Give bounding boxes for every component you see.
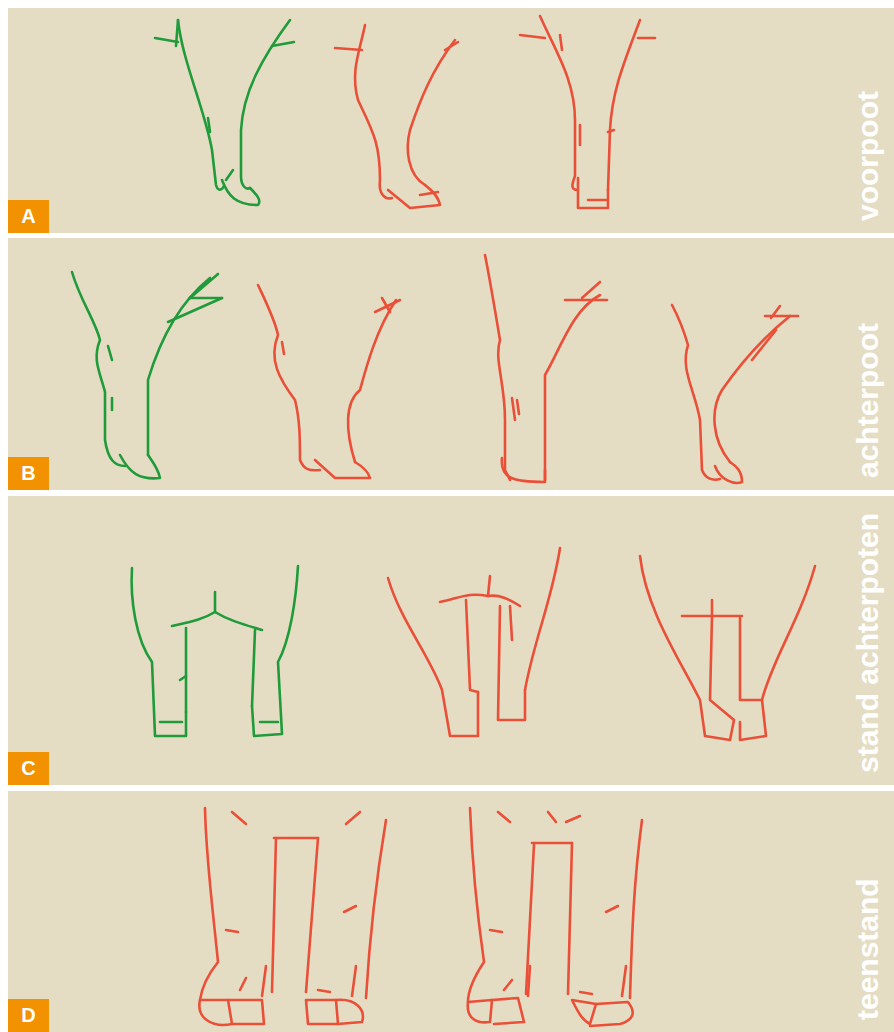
panel-letter-box: C	[8, 752, 49, 785]
leg-sketch-wrong	[640, 556, 815, 740]
panel-band: teenstandD	[8, 791, 894, 1032]
panel-band	[8, 496, 894, 785]
toe-sketch-wrong	[468, 808, 642, 1026]
panel-title: stand achterpoten	[851, 513, 884, 773]
panel-band	[8, 791, 894, 1032]
panel-letter: A	[8, 200, 49, 233]
panel-letter-box: A	[8, 200, 49, 233]
panel-letter-box: B	[8, 457, 49, 490]
panel-title: achterpoot	[851, 323, 884, 478]
panel-band	[8, 238, 894, 490]
panel-band	[8, 8, 894, 233]
panel-letter-box: D	[8, 999, 49, 1032]
leg-sketch-wrong	[485, 255, 607, 482]
leg-sketch-wrong	[335, 25, 458, 208]
leg-sketch-wrong	[258, 285, 400, 478]
toe-sketch-wrong	[199, 808, 386, 1025]
panel-band	[8, 8, 894, 1032]
leg-sketch-good	[155, 20, 294, 205]
panel-letter: D	[8, 999, 49, 1032]
panel-band: stand achterpotenC	[8, 496, 894, 785]
leg-sketch-wrong	[520, 16, 655, 208]
leg-sketch-good	[72, 272, 222, 478]
leg-sketch-wrong	[672, 305, 798, 483]
panel-title: voorpoot	[851, 91, 884, 221]
leg-sketch-good	[132, 566, 298, 736]
panel-title: teenstand	[851, 878, 884, 1020]
panel-band: voorpootA	[8, 8, 894, 233]
panel-letter: B	[8, 457, 49, 490]
panel-band: achterpootB	[8, 238, 894, 490]
panel-letter: C	[8, 752, 49, 785]
leg-sketch-wrong	[388, 548, 560, 736]
